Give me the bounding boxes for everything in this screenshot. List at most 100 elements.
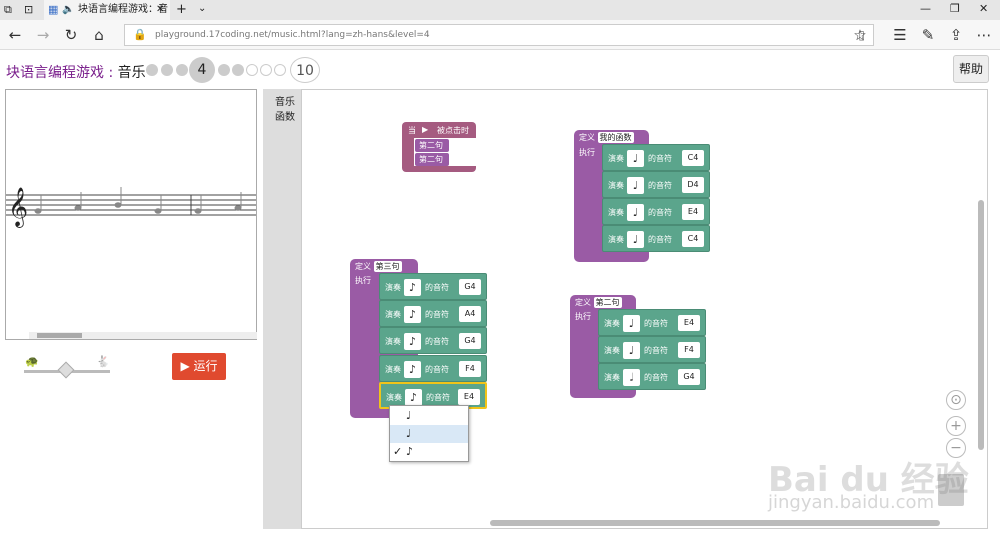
web-note-icon[interactable]: ✎ <box>921 26 935 44</box>
favorites-hub-icon[interactable]: ☰ <box>893 26 907 44</box>
tab-close-icon[interactable]: ✕ <box>156 4 165 15</box>
pitch-field[interactable]: A4 <box>459 306 481 322</box>
pitch-field[interactable]: E4 <box>678 315 700 331</box>
help-button[interactable]: 帮助 <box>953 55 989 83</box>
url-text: playground.17coding.net/music.html?lang=… <box>155 30 430 40</box>
run-button[interactable]: ▶ 运行 <box>172 353 226 380</box>
workspace-vertical-scrollbar[interactable] <box>978 200 984 450</box>
note-duration-icon[interactable]: ♪ <box>404 279 421 296</box>
toolbox-category-music[interactable]: 音乐 <box>275 97 295 108</box>
tab-actions-icon[interactable]: ⧉ <box>4 3 12 16</box>
level-dot-2[interactable] <box>161 64 173 76</box>
back-icon[interactable]: ← <box>8 26 22 44</box>
game-subtitle: 音乐 <box>117 65 146 81</box>
pitch-field[interactable]: G4 <box>459 333 481 349</box>
workspace-horizontal-scrollbar[interactable] <box>490 520 940 526</box>
url-field[interactable]: 🔒 playground.17coding.net/music.html?lan… <box>124 24 874 46</box>
toolbox-category-functions[interactable]: 函数 <box>275 112 295 123</box>
level-current[interactable]: 4 <box>189 57 215 83</box>
forward-icon[interactable]: → <box>36 26 50 44</box>
level-dot-8[interactable] <box>260 64 272 76</box>
level-dot-3[interactable] <box>176 64 188 76</box>
note-duration-icon[interactable]: ♩ <box>627 204 644 221</box>
speed-slider[interactable] <box>24 361 110 379</box>
browser-address-bar: ← → ↻ ⌂ 🔒 playground.17coding.net/music.… <box>0 20 1000 50</box>
note-duration-icon[interactable]: ♪ <box>404 333 421 350</box>
call-block[interactable]: 第二句 <box>415 153 449 166</box>
note-duration-icon[interactable]: ♪ <box>405 389 422 406</box>
restore-icon[interactable]: ❐ <box>950 2 960 15</box>
define-label: 定义 第三句 <box>355 261 402 272</box>
note-duration-icon[interactable]: ♩ <box>627 177 644 194</box>
dropdown-option[interactable]: ♩ <box>406 409 412 422</box>
pitch-field[interactable]: D4 <box>682 177 704 193</box>
note-label: 的音符 <box>644 346 668 355</box>
define-label: 定义 第二句 <box>575 297 622 308</box>
level-dot-1[interactable] <box>146 64 158 76</box>
minimize-icon[interactable]: — <box>920 2 931 15</box>
note-duration-icon[interactable]: ♩ <box>623 342 640 359</box>
share-icon[interactable]: ⇪ <box>949 26 963 44</box>
audio-icon[interactable]: 🔈 <box>62 4 75 15</box>
level-dot-9[interactable] <box>274 64 286 76</box>
new-tab-icon[interactable]: + <box>176 2 187 17</box>
favorite-star-icon[interactable]: ☆ <box>853 26 867 44</box>
dropdown-option-selected[interactable]: ✓ ♪ <box>390 443 468 461</box>
stage-scroll-thumb[interactable] <box>37 333 82 338</box>
function-name-field[interactable]: 我的函数 <box>597 132 634 143</box>
level-dot-5[interactable] <box>218 64 230 76</box>
tab-preview-icon[interactable]: ⊡ <box>24 3 34 16</box>
speed-slider-handle[interactable] <box>57 361 75 379</box>
call-block[interactable]: 第二句 <box>415 139 449 152</box>
more-icon[interactable]: ⋯ <box>976 26 992 44</box>
play-label: 演奏 <box>385 365 401 374</box>
browser-tab-active[interactable]: ▦ 🔈 块语言编程游戏：音 ✕ <box>44 0 170 20</box>
pitch-field[interactable]: F4 <box>678 342 700 358</box>
pitch-field[interactable]: C4 <box>682 150 704 166</box>
reading-view-icon[interactable]: ▯ <box>858 28 865 42</box>
pitch-field[interactable]: G4 <box>459 279 481 295</box>
note-duration-icon[interactable]: ♪ <box>404 306 421 323</box>
window-close-icon[interactable]: ✕ <box>979 2 989 15</box>
home-icon[interactable]: ⌂ <box>94 26 104 44</box>
note-duration-icon[interactable]: ♩ <box>623 315 640 332</box>
trash-icon[interactable] <box>938 474 964 506</box>
note-label: 的音符 <box>644 373 668 382</box>
pitch-field[interactable]: E4 <box>682 204 704 220</box>
baidu-watermark-url: jingyan.baidu.com <box>768 492 935 513</box>
pitch-field[interactable]: C4 <box>682 231 704 247</box>
recenter-icon[interactable]: ⊙ <box>946 390 966 410</box>
pitch-field[interactable]: F4 <box>459 361 481 377</box>
tab-list-chevron-icon[interactable]: ⌄ <box>198 3 207 14</box>
pitch-field[interactable]: G4 <box>678 369 700 385</box>
function-name-field[interactable]: 第二句 <box>593 297 622 308</box>
play-label: 演奏 <box>385 310 401 319</box>
note-duration-icon[interactable]: 𝅗𝅥 <box>623 369 640 386</box>
zoom-out-icon[interactable]: − <box>946 438 966 458</box>
play-label: 演奏 <box>608 154 624 163</box>
level-dot-6[interactable] <box>232 64 244 76</box>
note-duration-icon[interactable]: ♪ <box>404 361 421 378</box>
note-duration-icon[interactable]: ♩ <box>627 150 644 167</box>
level-dot-7[interactable] <box>246 64 258 76</box>
zoom-in-icon[interactable]: + <box>946 416 966 436</box>
stage-scrollbar[interactable] <box>29 332 257 339</box>
note-duration-icon[interactable]: ♩ <box>627 231 644 248</box>
dropdown-option-highlighted[interactable]: ♩ <box>390 425 468 443</box>
function-name-field[interactable]: 第三句 <box>373 261 402 272</box>
pitch-field[interactable]: E4 <box>458 389 480 405</box>
level-last[interactable]: 10 <box>290 57 320 83</box>
refresh-icon[interactable]: ↻ <box>64 26 78 44</box>
